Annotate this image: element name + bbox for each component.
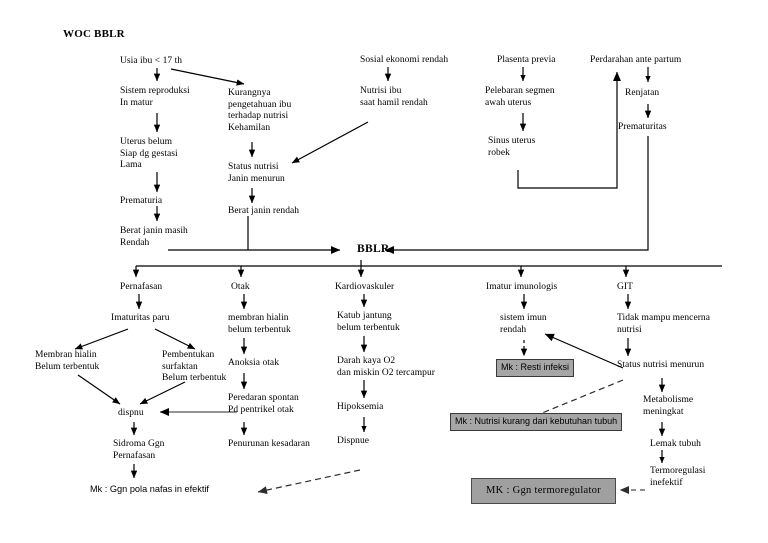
node-katub-jantung: Katub jantung belum terbentuk xyxy=(337,311,400,333)
node-dispnu: dispnu xyxy=(118,408,144,418)
node-usia-ibu: Usia ibu < 17 th xyxy=(120,56,183,66)
node-dispnue: Dispnue xyxy=(337,436,370,446)
node-kurangnya-pengetahuan: Kurangnya pengetahuan ibu terhadap nutri… xyxy=(228,88,292,133)
node-darah-kaya-o2: Darah kaya O2 dan miskin O2 tercampur xyxy=(337,356,435,378)
node-pembentukan-surfaktan: Pembentukan surfaktan Belum terbentuk xyxy=(162,350,227,383)
node-sosial-ekonomi: Sosial ekonomi rendah xyxy=(360,55,449,65)
node-peredaran-spontan: Peredaran spontan Pd pentrikel otak xyxy=(228,393,299,415)
node-kardiovaskuler: Kardiovaskuler xyxy=(335,282,395,292)
node-bblr: BBLR xyxy=(357,243,390,255)
node-berat-janin-rendah: Berat janin rendah xyxy=(228,206,300,216)
node-membran-hialin-belum: Membran hialin Belum terbentuk xyxy=(35,350,100,372)
node-sistem-reproduksi: Sistem reproduksi In matur xyxy=(120,86,190,108)
node-sidroma-ggn-pernafasan: Sidroma Ggn Pernafasan xyxy=(113,439,165,461)
node-termoregulasi-inefektif: Termoregulasi inefektif xyxy=(650,466,706,488)
node-anoksia-otak: Anoksia otak xyxy=(228,358,279,368)
node-lemak-tubuh: Lemak tubuh xyxy=(650,439,701,449)
node-git: GIT xyxy=(617,282,633,292)
node-otak: Otak xyxy=(231,282,250,292)
node-imaturitas-paru: Imaturitas paru xyxy=(111,313,170,323)
node-prematuritas: Prematuritas xyxy=(618,122,667,132)
diagnosis-ggn-pola-nafas: Mk : Ggn pola nafas in efektif xyxy=(90,484,209,494)
node-prematuria: Prematuria xyxy=(120,196,163,206)
node-perdarahan-ante-partum: Perdarahan ante partum xyxy=(590,55,682,65)
node-plasenta-previa: Plasenta previa xyxy=(497,55,556,65)
node-sinus-uterus: Sinus uterus robek xyxy=(488,136,536,158)
node-renjatan: Renjatan xyxy=(625,88,660,98)
node-tidak-mampu-mencerna: Tidak mampu mencerna nutrisi xyxy=(617,313,710,335)
node-sistem-imun-rendah: sistem imun rendah xyxy=(500,313,547,335)
node-status-nutrisi-janin: Status nutrisi Janin menurun xyxy=(228,162,285,184)
page-title: WOC BBLR xyxy=(63,28,125,40)
node-penurunan-kesadaran: Penurunan kesadaran xyxy=(228,439,310,449)
node-pernafasan: Pernafasan xyxy=(120,282,163,292)
node-hipoksemia: Hipoksemia xyxy=(337,402,384,412)
diagnosis-resti-infeksi: Mk : Resti infeksi xyxy=(496,359,575,377)
diagnosis-nutrisi-kurang: Mk : Nutrisi kurang dari kebutuhan tubuh xyxy=(450,413,623,431)
node-uterus-belum: Uterus belum Siap dg gestasi Lama xyxy=(120,137,178,170)
node-metabolisme-meningkat: Metabolisme meningkat xyxy=(643,395,694,417)
node-membran-hialin-otak: membran hialin belum terbentuk xyxy=(228,313,291,335)
node-berat-janin-masih-rendah: Berat janin masih Rendah xyxy=(120,226,188,248)
node-nutrisi-ibu: Nutrisi ibu saat hamil rendah xyxy=(360,86,428,108)
node-status-nutrisi-menurun: Status nutrisi menurun xyxy=(617,360,705,370)
node-imatur-imunologis: Imatur imunologis xyxy=(486,282,558,292)
diagnosis-ggn-termoregulator: MK : Ggn termoregulator xyxy=(471,478,617,504)
node-pelebaran-segmen: Pelebaran segmen awah uterus xyxy=(485,86,555,108)
